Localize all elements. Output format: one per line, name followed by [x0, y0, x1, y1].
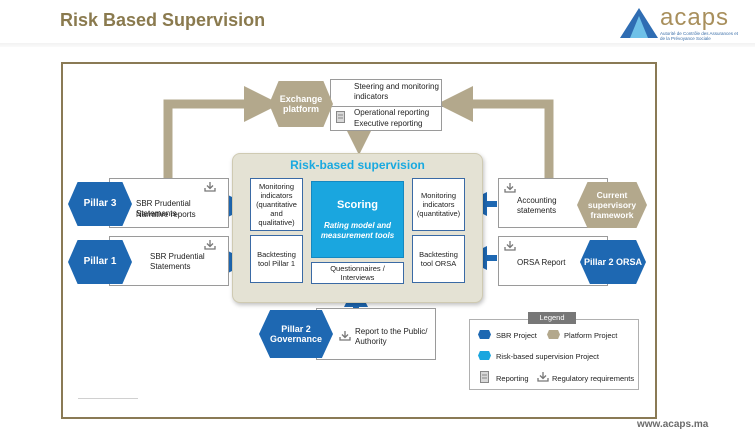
- logo-wordmark: acaps: [660, 4, 730, 31]
- legend-rbs-icon: [478, 351, 491, 360]
- legend-reporting-label: Reporting: [496, 374, 529, 383]
- monitoring-right-box: Monitoring indicators (quantitative): [412, 178, 465, 231]
- legend-sbr-icon: [478, 330, 491, 339]
- operational-reporting-label: Operational reporting: [354, 108, 430, 117]
- scoring-title: Scoring: [337, 199, 378, 211]
- backtesting-left-box: Backtesting tool Pillar 1: [250, 235, 303, 283]
- backtesting-right-box: Backtesting tool ORSA: [412, 235, 465, 283]
- legend-regulatory-label: Regulatory requirements: [552, 374, 635, 383]
- download-icon: [504, 241, 516, 251]
- scoring-box: Scoring Rating model and measurement too…: [311, 181, 404, 258]
- exchange-platform-hex: Exchange platform: [269, 81, 333, 127]
- legend-rbs-label: Risk-based supervision Project: [496, 352, 599, 361]
- pillar3-hex: Pillar 3: [68, 182, 132, 226]
- page-title: Risk Based Supervision: [60, 10, 266, 30]
- legend-platform-label: Platform Project: [564, 331, 618, 340]
- accounting-label: Accounting statements: [517, 196, 557, 215]
- legend-report-icon: [480, 371, 489, 383]
- download-icon: [339, 331, 351, 341]
- logo-subtitle: Autorité de Contrôle des Assurances et d…: [660, 31, 739, 41]
- legend-sbr-label: SBR Project: [496, 331, 537, 340]
- questionnaires-box: Questionnaires / Interviews: [311, 262, 404, 284]
- legend-title: Legend: [528, 312, 576, 324]
- public-report-label: Report to the Public/ Authority: [355, 327, 428, 346]
- pillar2-orsa-hex: Pillar 2 ORSA: [580, 240, 646, 284]
- orsa-report-label: ORSA Report: [517, 258, 566, 267]
- header-divider: [0, 43, 755, 47]
- scoring-subtitle: Rating model and measurement tools: [320, 221, 395, 240]
- pillar3-line2: Narrative reports: [136, 210, 196, 219]
- current-framework-hex: Current supervisory framework: [577, 182, 647, 228]
- pillar3-line1: SBR Prudential Statements: [136, 199, 191, 218]
- report-icon: [336, 111, 345, 123]
- legend-download-icon: [537, 372, 549, 382]
- pillar2-governance-hex: Pillar 2 Governance: [259, 310, 333, 358]
- download-icon: [504, 183, 516, 193]
- public-report-box: Report to the Public/ Authority: [316, 308, 436, 360]
- executive-reporting-label: Executive reporting: [354, 119, 423, 128]
- frame-divider: [78, 398, 138, 399]
- arrow-framework-to-exchange: [437, 86, 554, 178]
- steering-box: Steering and monitoring indicators Opera…: [330, 79, 443, 131]
- arrow-pillar3-to-exchange: [163, 86, 280, 178]
- acaps-logo-icon: [620, 8, 658, 38]
- footer-url: www.acaps.ma: [637, 419, 709, 430]
- rbs-title: Risk-based supervision: [290, 158, 425, 172]
- download-icon: [204, 182, 216, 192]
- steering-label: Steering and monitoring indicators: [354, 82, 439, 101]
- download-icon: [204, 240, 216, 250]
- pillar1-hex: Pillar 1: [68, 240, 132, 284]
- legend-platform-icon: [547, 330, 560, 339]
- pillar1-text: SBR Prudential Statements: [150, 252, 205, 271]
- monitoring-left-box: Monitoring indicators (quantitative and …: [250, 178, 303, 231]
